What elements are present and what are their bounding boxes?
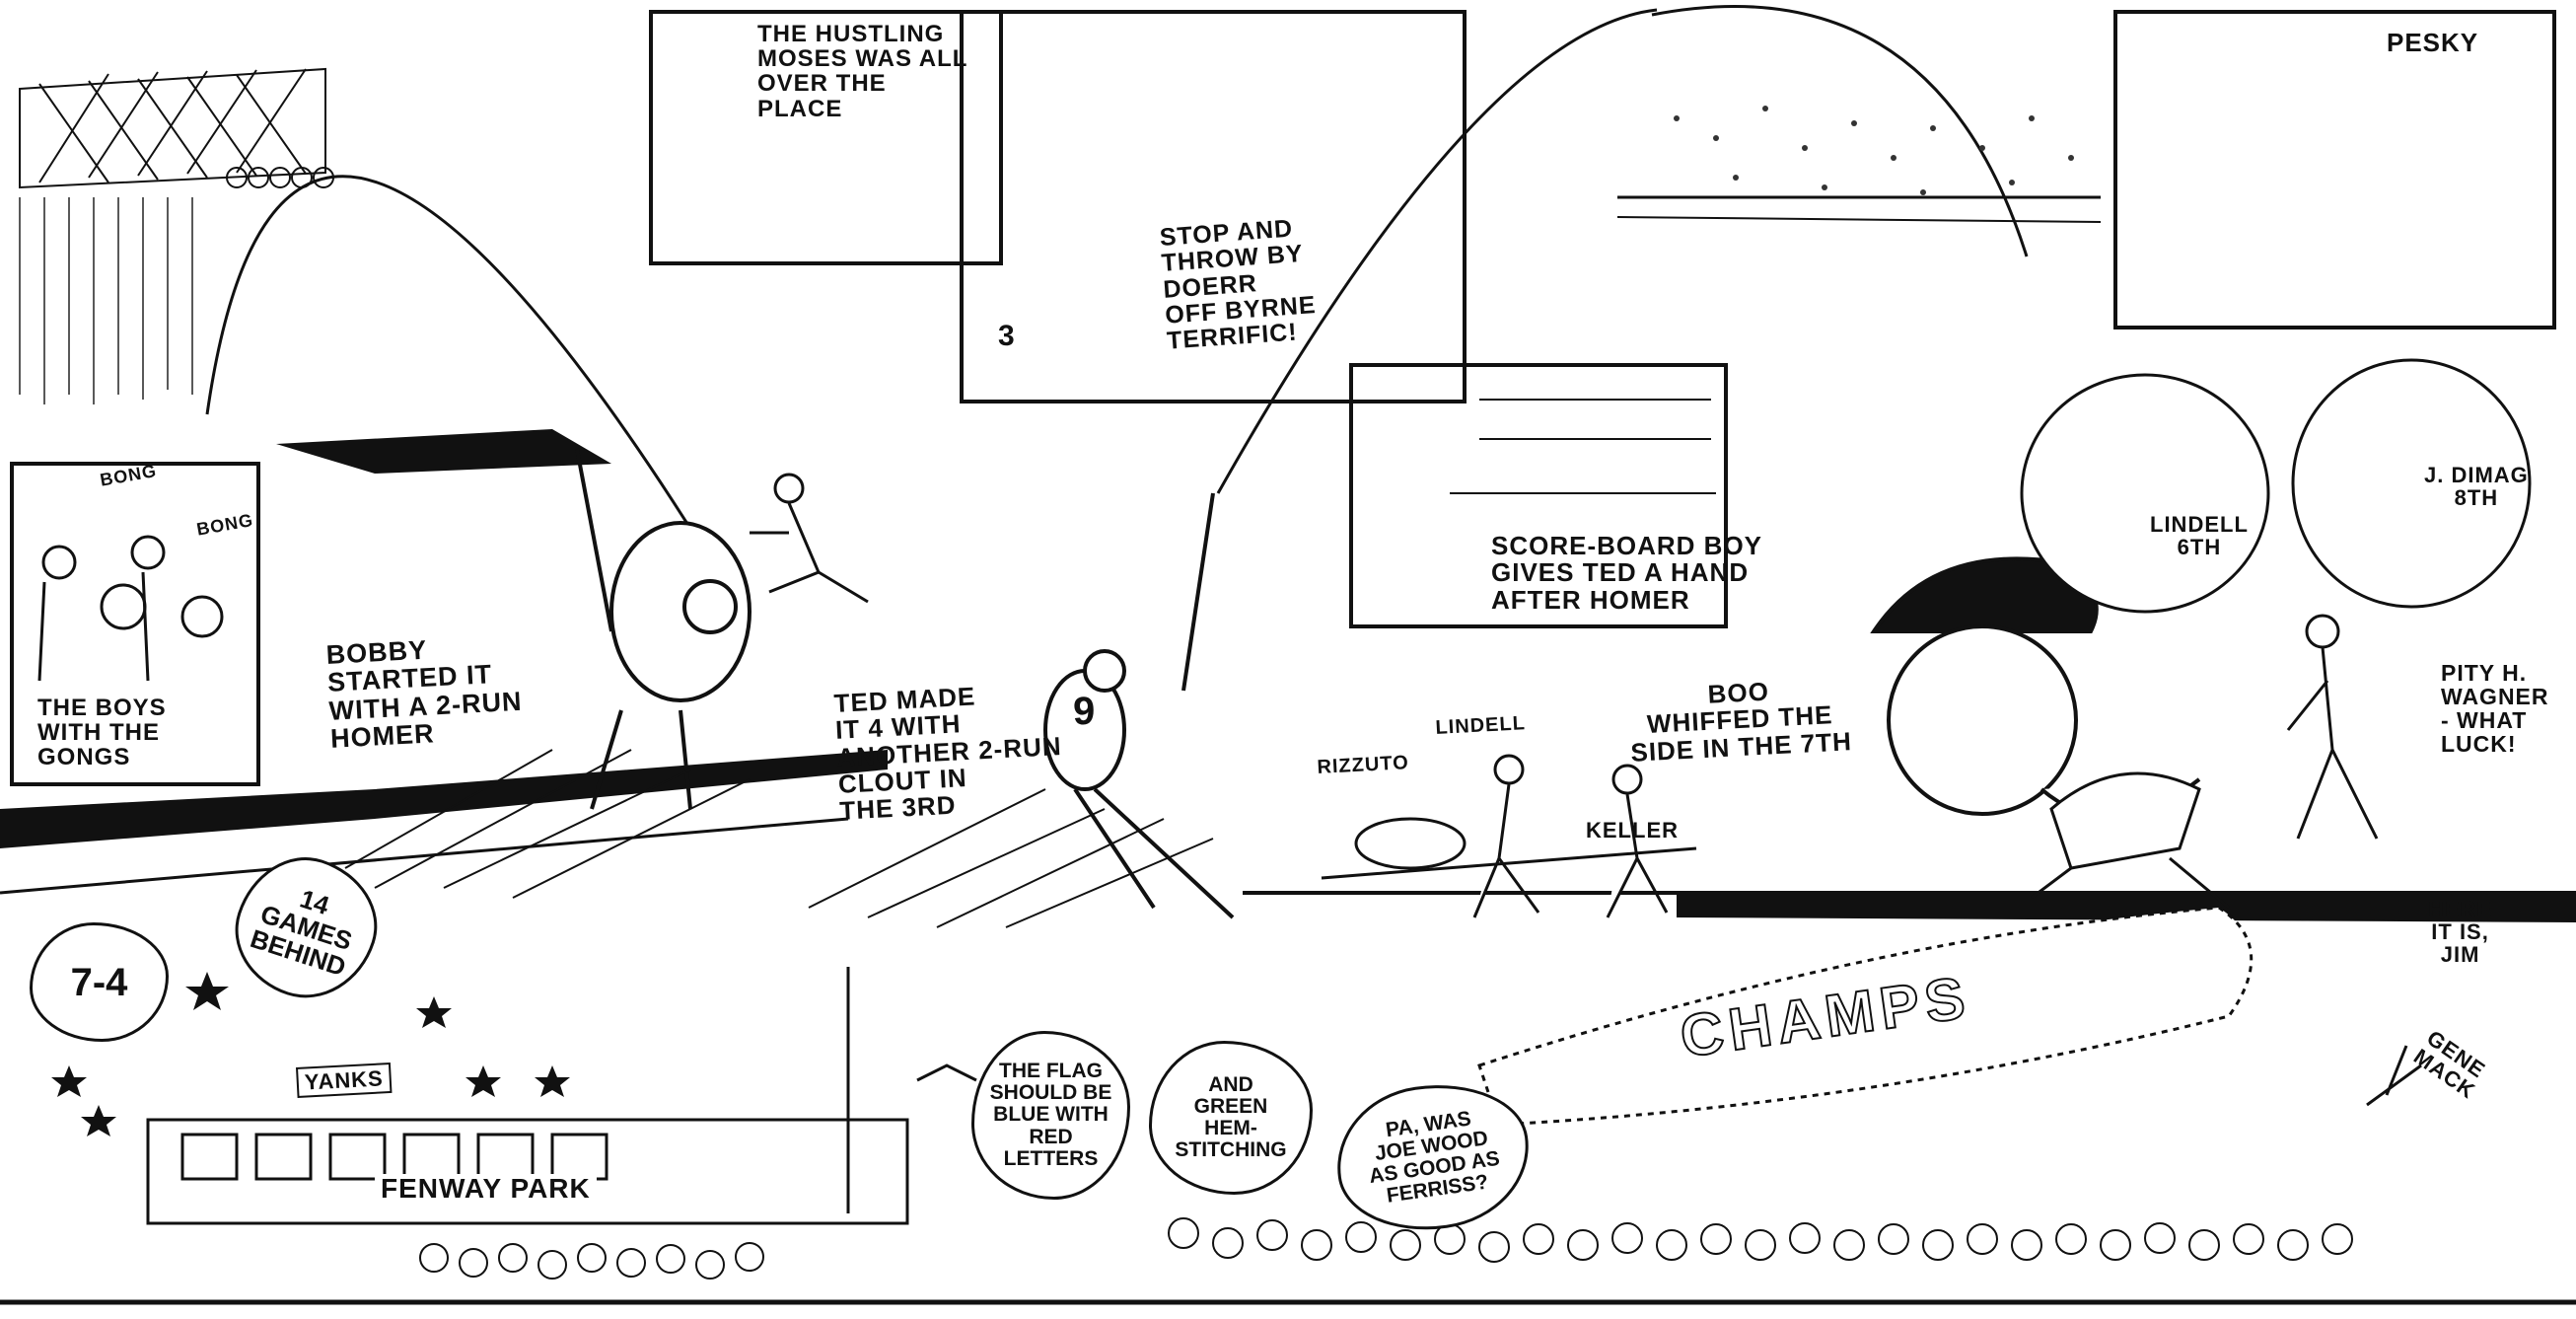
caption-doerr-throw: STOP AND THROW BY DOERR OFF BYRNE TERRIF… xyxy=(1158,214,1318,355)
fenway-park-building xyxy=(146,967,977,1225)
batter-ted-figure xyxy=(1043,492,1235,919)
yanks-label: YANKS xyxy=(296,1062,393,1099)
caption-scoreboard-boy: SCORE-BOARD BOY GIVES TED A HAND AFTER H… xyxy=(1491,531,1763,615)
score-bubble: 7-4 xyxy=(30,922,169,1042)
label-keller: KELLER xyxy=(1586,818,1679,843)
caption-hustling-moses: THE HUSTLING MOSES WAS ALL OVER THE PLAC… xyxy=(757,21,968,122)
batter-bobby-figure xyxy=(575,448,751,810)
caption-boo-whiffed: BOO WHIFFED THE SIDE IN THE 7TH xyxy=(1629,676,1853,768)
caption-lindell-6th: LINDELL 6TH xyxy=(2150,512,2249,560)
champs-pennant xyxy=(1477,906,2254,1127)
caption-wagner: PITY H. WAGNER - WHAT LUCK! xyxy=(2441,660,2549,758)
panel-doerr-frame xyxy=(960,10,1467,403)
caption-gong-boys: THE BOYS WITH THE GONGS xyxy=(37,695,167,771)
jersey-number-doerr: 3 xyxy=(998,320,1016,352)
caption-here-it-is: HERE IT IS, JIM xyxy=(2428,897,2493,968)
panel-hustling-frame xyxy=(649,10,1003,265)
wagner-figure xyxy=(2286,614,2379,840)
crowd-heads xyxy=(419,1217,2353,1280)
caption-ted-clout: TED MADE IT 4 WITH ANOTHER 2-RUN CLOUT I… xyxy=(832,681,1063,826)
panel-gongs-frame xyxy=(10,462,260,786)
caption-pesky: PESKY xyxy=(2387,28,2479,57)
caption-bobby-homer: BOBBY STARTED IT WITH A 2-RUN HOMER xyxy=(324,634,524,754)
fenway-park-label: FENWAY PARK xyxy=(375,1174,597,1203)
panel-scoreboard-frame xyxy=(1349,363,1728,628)
speech-bubble-hemstitching: AND GREEN HEM- STITCHING xyxy=(1149,1041,1313,1195)
caption-dimag-8th: J. DIMAG 8TH xyxy=(2424,463,2529,511)
jersey-number-ted: 9 xyxy=(1073,690,1097,733)
panel-pesky-frame xyxy=(2113,10,2556,330)
speech-bubble-flag: THE FLAG SHOULD BE BLUE WITH RED LETTERS xyxy=(971,1031,1130,1200)
